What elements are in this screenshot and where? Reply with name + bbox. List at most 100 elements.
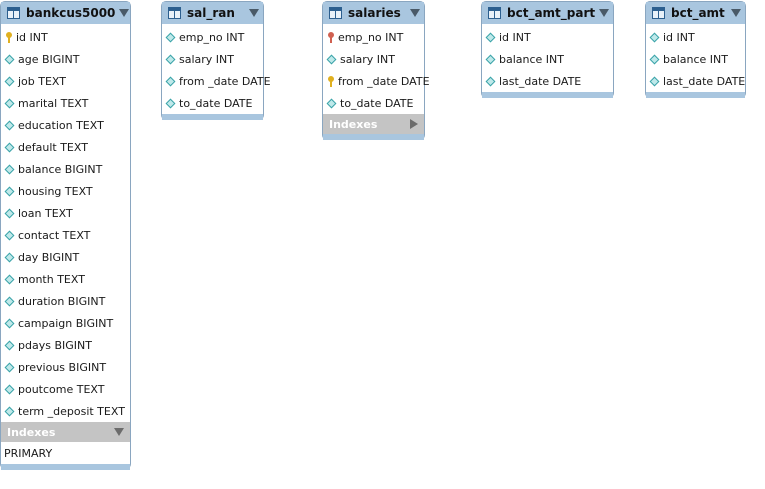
- column-label: education TEXT: [18, 118, 104, 132]
- chevron-down-icon[interactable]: [114, 428, 124, 436]
- column-diamond-icon: [649, 76, 660, 86]
- table-footer: [1, 464, 130, 470]
- column-row[interactable]: age BIGINT: [1, 48, 130, 70]
- column-row[interactable]: to_date DATE: [162, 92, 263, 114]
- collapse-toggle-icon[interactable]: [731, 9, 741, 17]
- column-diamond-icon: [4, 406, 15, 416]
- column-diamond-icon: [4, 384, 15, 394]
- indexes-label: Indexes: [7, 425, 56, 439]
- column-label: age BIGINT: [18, 52, 80, 66]
- column-row[interactable]: default TEXT: [1, 136, 130, 158]
- table-icon: [652, 7, 665, 19]
- table-header[interactable]: bankcus5000: [1, 2, 130, 24]
- column-label: salary INT: [340, 52, 395, 66]
- indexes-header[interactable]: Indexes: [1, 422, 130, 442]
- column-diamond-icon: [4, 252, 15, 262]
- column-diamond-icon: [4, 120, 15, 130]
- table-salaries[interactable]: salaries emp_no INT salary INT from _dat…: [322, 1, 430, 140]
- collapse-toggle-icon[interactable]: [119, 9, 130, 17]
- column-diamond-icon: [4, 296, 15, 306]
- column-row[interactable]: previous BIGINT: [1, 356, 130, 378]
- column-diamond-icon: [4, 76, 15, 86]
- chevron-right-icon[interactable]: [410, 119, 418, 129]
- column-row[interactable]: last_date DATE: [646, 70, 745, 92]
- column-row[interactable]: salary INT: [162, 48, 263, 70]
- column-row[interactable]: housing TEXT: [1, 180, 130, 202]
- column-row[interactable]: emp_no INT: [162, 26, 263, 48]
- collapse-toggle-icon[interactable]: [410, 9, 420, 17]
- column-row[interactable]: id INT: [1, 26, 130, 48]
- collapse-toggle-icon[interactable]: [249, 9, 259, 17]
- column-label: loan TEXT: [18, 206, 73, 220]
- column-label: emp_no INT: [338, 30, 404, 44]
- column-row[interactable]: campaign BIGINT: [1, 312, 130, 334]
- column-diamond-icon: [649, 54, 660, 64]
- column-row[interactable]: from _date DATE: [162, 70, 271, 92]
- table-icon: [488, 7, 501, 19]
- table-sal-ran[interactable]: sal_ran emp_no INT salary INT from _date…: [161, 1, 271, 120]
- column-row[interactable]: emp_no INT: [323, 26, 424, 48]
- column-row[interactable]: pdays BIGINT: [1, 334, 130, 356]
- column-label: marital TEXT: [18, 96, 89, 110]
- table-footer: [323, 134, 424, 140]
- primary-key-icon: [5, 31, 13, 43]
- table-header[interactable]: bct_amt_part: [482, 2, 613, 24]
- column-diamond-icon: [485, 32, 496, 42]
- foreign-key-icon: [327, 31, 335, 43]
- column-row[interactable]: poutcome TEXT: [1, 378, 130, 400]
- column-row[interactable]: day BIGINT: [1, 246, 130, 268]
- column-row[interactable]: loan TEXT: [1, 202, 130, 224]
- column-label: contact TEXT: [18, 228, 91, 242]
- table-bct-amt[interactable]: bct_amt id INT balance INT last_date DAT…: [645, 1, 746, 98]
- column-label: balance BIGINT: [18, 162, 103, 176]
- column-label: balance INT: [663, 52, 728, 66]
- column-label: pdays BIGINT: [18, 338, 92, 352]
- column-list: id INT age BIGINT job TEXT marital TEXT …: [1, 24, 130, 422]
- column-label: job TEXT: [18, 74, 66, 88]
- column-row[interactable]: term _deposit TEXT: [1, 400, 130, 422]
- column-diamond-icon: [4, 318, 15, 328]
- column-row[interactable]: id INT: [482, 26, 613, 48]
- column-list: emp_no INT salary INT from _date DATE to…: [323, 24, 430, 114]
- column-row[interactable]: month TEXT: [1, 268, 130, 290]
- column-diamond-icon: [485, 54, 496, 64]
- table-header[interactable]: salaries: [323, 2, 424, 24]
- column-row[interactable]: balance INT: [646, 48, 745, 70]
- column-label: previous BIGINT: [18, 360, 107, 374]
- column-row[interactable]: duration BIGINT: [1, 290, 130, 312]
- column-label: duration BIGINT: [18, 294, 106, 308]
- column-label: day BIGINT: [18, 250, 80, 264]
- column-row[interactable]: education TEXT: [1, 114, 130, 136]
- table-bankcus5000[interactable]: bankcus5000 id INT age BIGINT job TEXT m…: [0, 1, 131, 470]
- column-label: balance INT: [499, 52, 564, 66]
- column-row[interactable]: balance BIGINT: [1, 158, 130, 180]
- column-row[interactable]: id INT: [646, 26, 745, 48]
- collapse-toggle-icon[interactable]: [599, 9, 610, 17]
- column-row[interactable]: job TEXT: [1, 70, 130, 92]
- column-diamond-icon: [4, 142, 15, 152]
- column-row[interactable]: last_date DATE: [482, 70, 613, 92]
- column-row[interactable]: from _date DATE: [323, 70, 430, 92]
- column-diamond-icon: [649, 32, 660, 42]
- table-name: salaries: [348, 6, 401, 20]
- table-header[interactable]: bct_amt: [646, 2, 745, 24]
- column-row[interactable]: marital TEXT: [1, 92, 130, 114]
- column-row[interactable]: salary INT: [323, 48, 424, 70]
- column-label: term _deposit TEXT: [18, 404, 125, 418]
- table-icon: [168, 7, 181, 19]
- table-header[interactable]: sal_ran: [162, 2, 263, 24]
- column-label: month TEXT: [18, 272, 85, 286]
- column-label: to_date DATE: [179, 96, 253, 110]
- column-row[interactable]: contact TEXT: [1, 224, 130, 246]
- column-label: emp_no INT: [179, 30, 245, 44]
- table-icon: [329, 7, 342, 19]
- column-diamond-icon: [165, 76, 176, 86]
- index-item[interactable]: PRIMARY: [1, 442, 130, 464]
- table-bct-amt-part[interactable]: bct_amt_part id INT balance INT last_dat…: [481, 1, 614, 98]
- column-list: id INT balance INT last_date DATE: [482, 24, 613, 92]
- column-row[interactable]: to_date DATE: [323, 92, 424, 114]
- column-row[interactable]: balance INT: [482, 48, 613, 70]
- column-label: campaign BIGINT: [18, 316, 114, 330]
- column-label: to_date DATE: [340, 96, 414, 110]
- indexes-header[interactable]: Indexes: [323, 114, 424, 134]
